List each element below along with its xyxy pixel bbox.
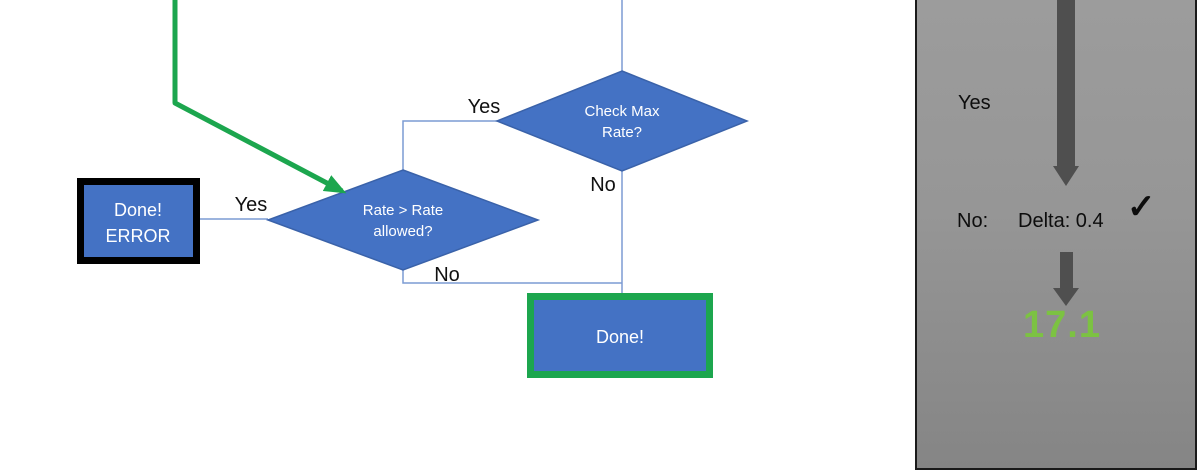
down-arrow-icon [1053, 0, 1079, 186]
result-side-panel: Yes No: Delta: 0.4 ✓ 17.1 [915, 0, 1197, 470]
label-rate-yes: Yes [235, 194, 268, 216]
terminator-done-error [77, 178, 200, 264]
green-path-arrow-icon [172, 0, 347, 194]
label-rate-no: No [434, 264, 460, 286]
terminator-done-success [527, 293, 713, 378]
terminator-done-error-text-line1: Done! [114, 200, 162, 220]
check-icon: ✓ [1127, 188, 1156, 226]
decision-rate-allowed-text-line2: allowed? [373, 223, 432, 240]
panel-arrows-canvas [1053, 0, 1079, 306]
decision-check-max-rate-text-line2: Rate? [602, 124, 642, 141]
label-check-max-yes: Yes [468, 96, 501, 118]
down-arrow-small-icon [1053, 252, 1079, 306]
panel-no-label: No: [957, 210, 989, 232]
decision-check-max-rate-text-line1: Check Max [584, 103, 660, 120]
label-check-max-no: No [590, 174, 616, 196]
panel-yes-label: Yes [958, 92, 991, 114]
decision-check-max-rate [494, 70, 750, 172]
panel-delta-value: Delta: 0.4 [1018, 210, 1104, 232]
terminator-done-error-text-line2: ERROR [105, 226, 170, 246]
flowchart-canvas: Check Max Rate? Rate > Rate allowed? Don… [77, 0, 750, 378]
panel-result-value: 17.1 [1023, 304, 1101, 346]
terminator-done-success-text: Done! [596, 327, 644, 347]
decision-rate-allowed-text-line1: Rate > Rate [363, 202, 443, 219]
decision-rate-allowed [265, 169, 541, 271]
